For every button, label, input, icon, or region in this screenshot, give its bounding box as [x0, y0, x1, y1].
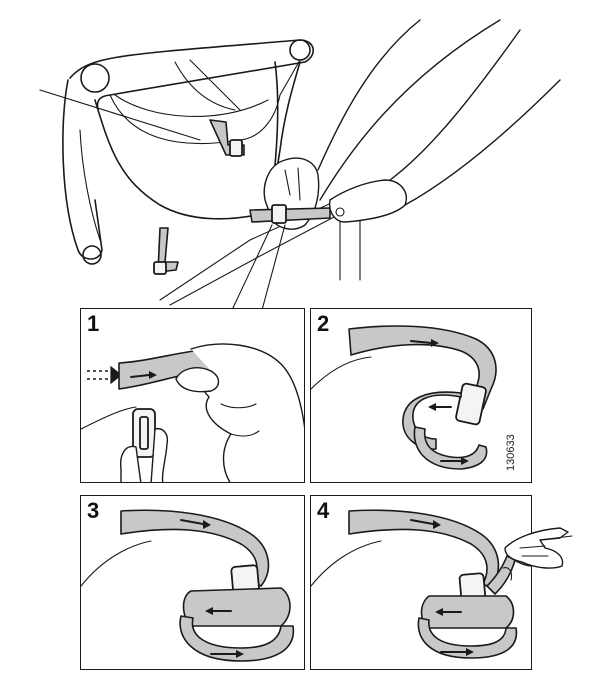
pulled-strap	[249, 207, 331, 223]
strap-insert-into-buckle-icon	[81, 343, 304, 482]
hanging-strap-left	[153, 227, 179, 275]
reference-code: 130633	[505, 434, 517, 471]
step-4-panel: 4	[310, 495, 532, 670]
hand-right	[328, 29, 561, 223]
step-3-panel: 3	[80, 495, 305, 670]
callout-leader	[231, 224, 273, 310]
step-number: 1	[87, 311, 100, 336]
step-1-panel: 1	[80, 308, 305, 483]
hanging-strap-middle	[209, 119, 245, 157]
step-number: 2	[317, 311, 330, 336]
step-number: 3	[87, 498, 100, 523]
step-2-panel: 2 130633	[310, 308, 532, 483]
strap-pulled-tight-icon	[311, 509, 531, 659]
strap-threaded-buckle-icon	[81, 509, 295, 662]
strap-loop-through-buckle-icon	[311, 325, 497, 470]
overview-illustration	[39, 19, 561, 310]
step-number: 4	[317, 498, 330, 523]
seat-frame	[62, 39, 314, 265]
